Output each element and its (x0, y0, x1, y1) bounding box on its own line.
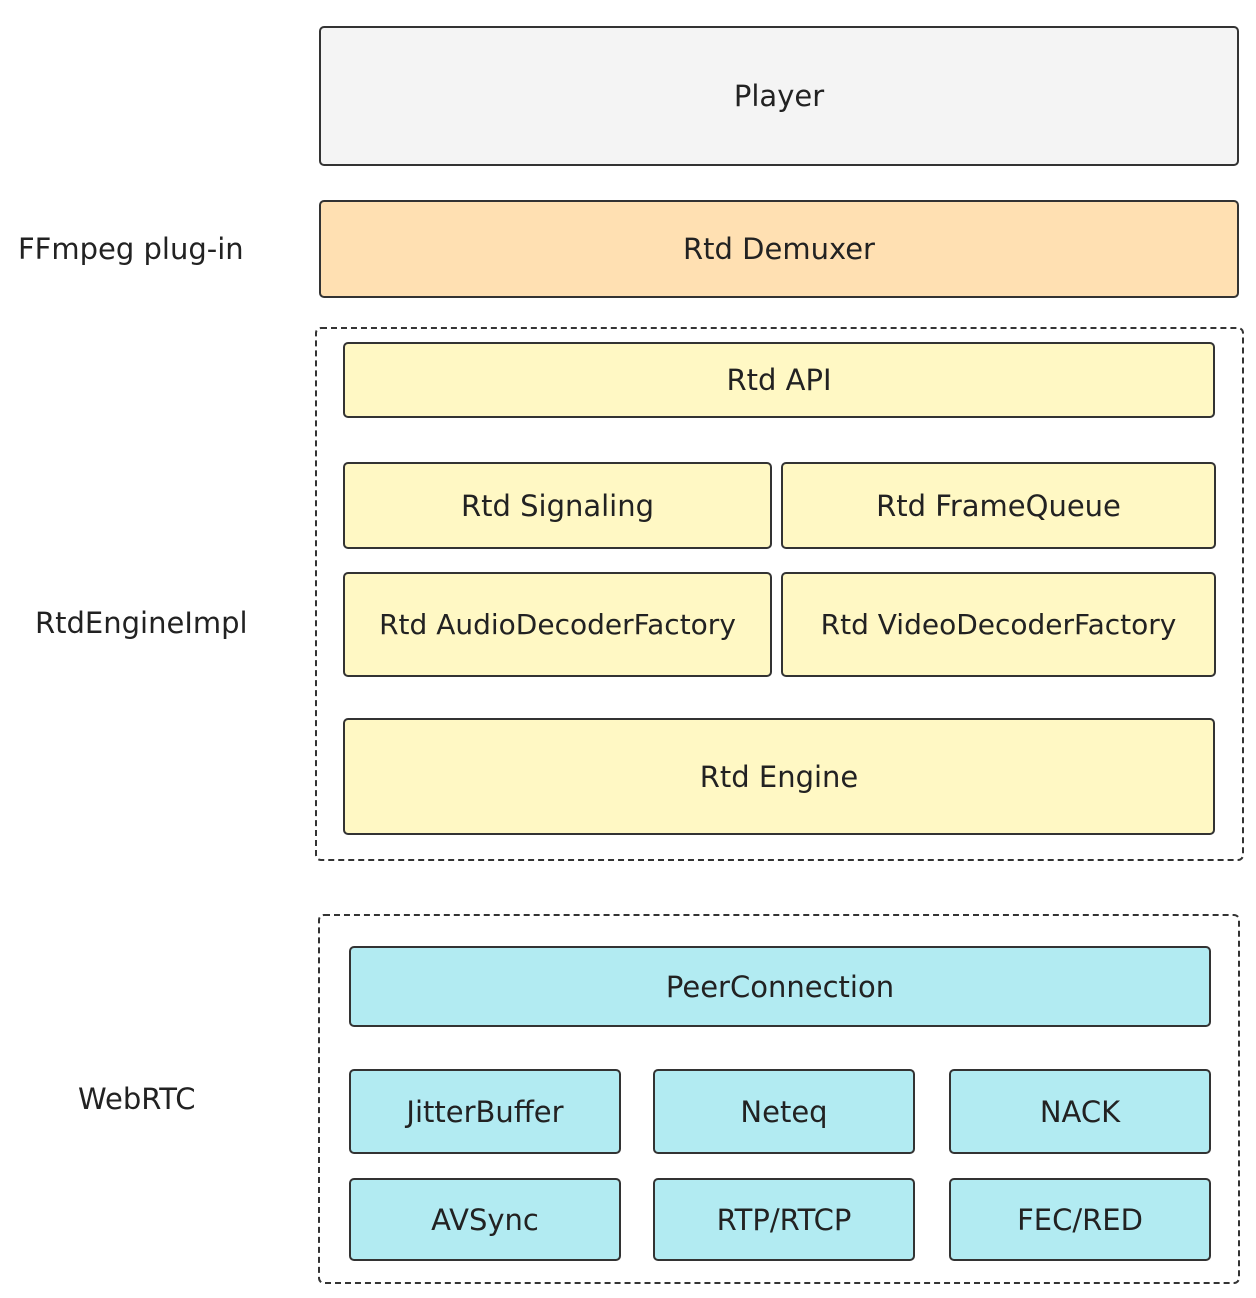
nack-box: NACK (949, 1069, 1211, 1154)
rtd-audiodecoderfactory-box: Rtd AudioDecoderFactory (343, 572, 772, 677)
fec-red-box: FEC/RED (949, 1178, 1211, 1261)
rtd-framequeue-box: Rtd FrameQueue (781, 462, 1216, 549)
peerconnection-box: PeerConnection (349, 946, 1211, 1027)
rtd-demuxer-box: Rtd Demuxer (319, 200, 1239, 298)
rtd-videodecoderfactory-box: Rtd VideoDecoderFactory (781, 572, 1216, 677)
webrtc-group (318, 914, 1240, 1284)
label-rtdengineimpl: RtdEngineImpl (35, 606, 248, 640)
rtd-signaling-box: Rtd Signaling (343, 462, 772, 549)
rtp-rtcp-box: RTP/RTCP (653, 1178, 915, 1261)
label-webrtc: WebRTC (78, 1082, 196, 1116)
avsync-box: AVSync (349, 1178, 621, 1261)
neteq-box: Neteq (653, 1069, 915, 1154)
rtdengineimpl-group (315, 327, 1244, 861)
rtd-api-box: Rtd API (343, 342, 1215, 418)
label-ffmpeg-plugin: FFmpeg plug-in (18, 232, 244, 266)
jitterbuffer-box: JitterBuffer (349, 1069, 621, 1154)
rtd-engine-box: Rtd Engine (343, 718, 1215, 835)
player-box: Player (319, 26, 1239, 166)
